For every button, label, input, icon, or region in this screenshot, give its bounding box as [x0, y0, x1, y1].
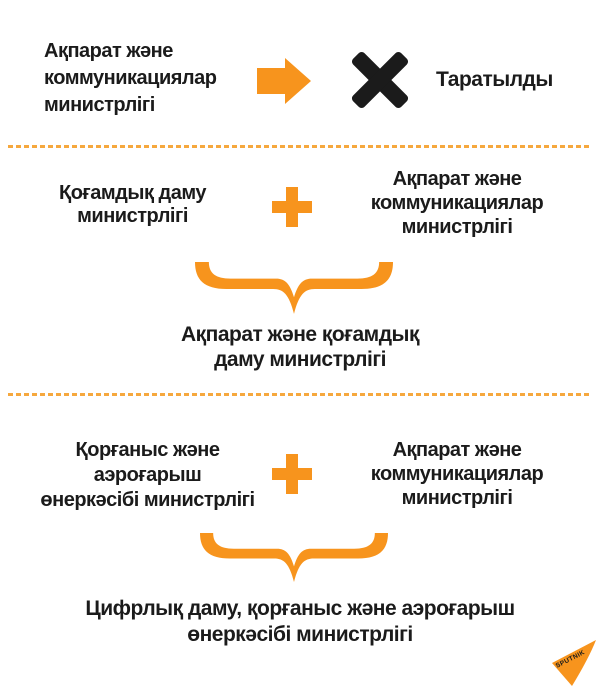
dissolved-status-label: Таратылды	[436, 68, 553, 91]
sputnik-logo: SPUTNIK	[548, 634, 600, 689]
right-arrow-icon	[257, 58, 311, 104]
merge-brace-icon	[195, 262, 393, 316]
merge1-left-ministry-label: Қоғамдық даму министрлігі	[59, 182, 207, 227]
section-divider	[8, 145, 592, 148]
section-divider	[8, 393, 592, 396]
merge2-left-ministry-label: Қорғаныс және аэроғарыш өнеркәсібі минис…	[40, 439, 255, 511]
dissolved-cross-icon	[350, 49, 410, 110]
merge-plus-icon	[272, 187, 312, 227]
merge1-result-ministry-label: Ақпарат және қоғамдық даму министрлігі	[180, 323, 420, 371]
merge-brace-icon	[200, 533, 388, 584]
merge2-result-ministry-label: Цифрлық даму, қорғаныс және аэроғарыш өн…	[85, 597, 515, 646]
dissolved-ministry-label: Ақпарат және коммуникациялар министрлігі	[44, 40, 217, 116]
merge-plus-icon	[272, 454, 312, 494]
merge2-right-ministry-label: Ақпарат және коммуникациялар министрлігі	[370, 439, 544, 509]
merge1-right-ministry-label: Ақпарат және коммуникациялар министрлігі	[370, 168, 544, 238]
